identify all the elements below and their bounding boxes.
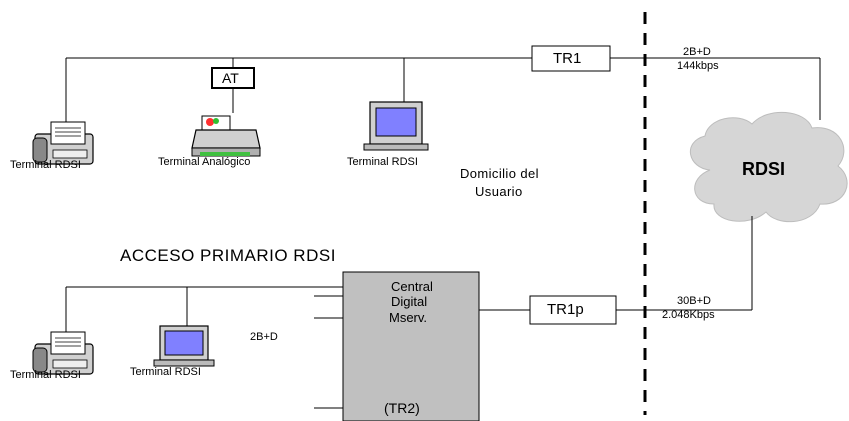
central-digital-box bbox=[342, 271, 480, 421]
terminal-rdsi-top-mid-label: Terminal RDSI bbox=[347, 156, 418, 168]
at-box bbox=[211, 67, 255, 89]
rate-bottom-line2: 2.048Kbps bbox=[662, 309, 715, 321]
tr1-label: TR1 bbox=[553, 50, 582, 67]
terminal-rdsi-bottom-right-label: Terminal RDSI bbox=[130, 366, 201, 378]
computer-terminal-icon bbox=[363, 101, 429, 151]
domicilio-line1: Domicilio del bbox=[460, 166, 539, 181]
top-bus-lines bbox=[65, 57, 821, 125]
bd-label: 2B+D bbox=[250, 331, 278, 343]
terminal-rdsi-top-left-label: Terminal RDSI bbox=[10, 159, 81, 171]
tr1p-label: TR1p bbox=[547, 301, 584, 318]
tr1p-box bbox=[529, 295, 617, 325]
central-line2: Digital bbox=[391, 294, 428, 309]
fax-terminal-bottom-icon bbox=[32, 331, 94, 375]
printer-terminal-icon bbox=[191, 115, 261, 157]
fax-terminal-icon bbox=[32, 121, 94, 165]
central-tr2-label: (TR2) bbox=[384, 400, 420, 416]
acceso-primario-title: ACCESO PRIMARIO RDSI bbox=[120, 246, 336, 265]
rate-bottom-line1: 30B+D bbox=[677, 295, 711, 307]
central-line1: Central bbox=[391, 279, 433, 294]
computer-terminal-bottom-icon bbox=[153, 325, 215, 367]
bottom-lines bbox=[65, 216, 753, 409]
rdsi-cloud-label: RDSI bbox=[742, 159, 786, 179]
rate-top-line1: 2B+D bbox=[683, 46, 711, 58]
terminal-analog-label: Terminal Analógico bbox=[158, 156, 251, 168]
terminal-rdsi-bottom-left-label: Terminal RDSI bbox=[10, 369, 81, 381]
at-label: AT bbox=[222, 70, 239, 86]
rdsi-cloud bbox=[689, 111, 848, 223]
domicilio-line2: Usuario bbox=[475, 184, 523, 199]
rate-top-line2: 144kbps bbox=[677, 60, 719, 72]
tr1-box bbox=[531, 45, 611, 72]
central-line3: Mserv. bbox=[389, 310, 428, 325]
